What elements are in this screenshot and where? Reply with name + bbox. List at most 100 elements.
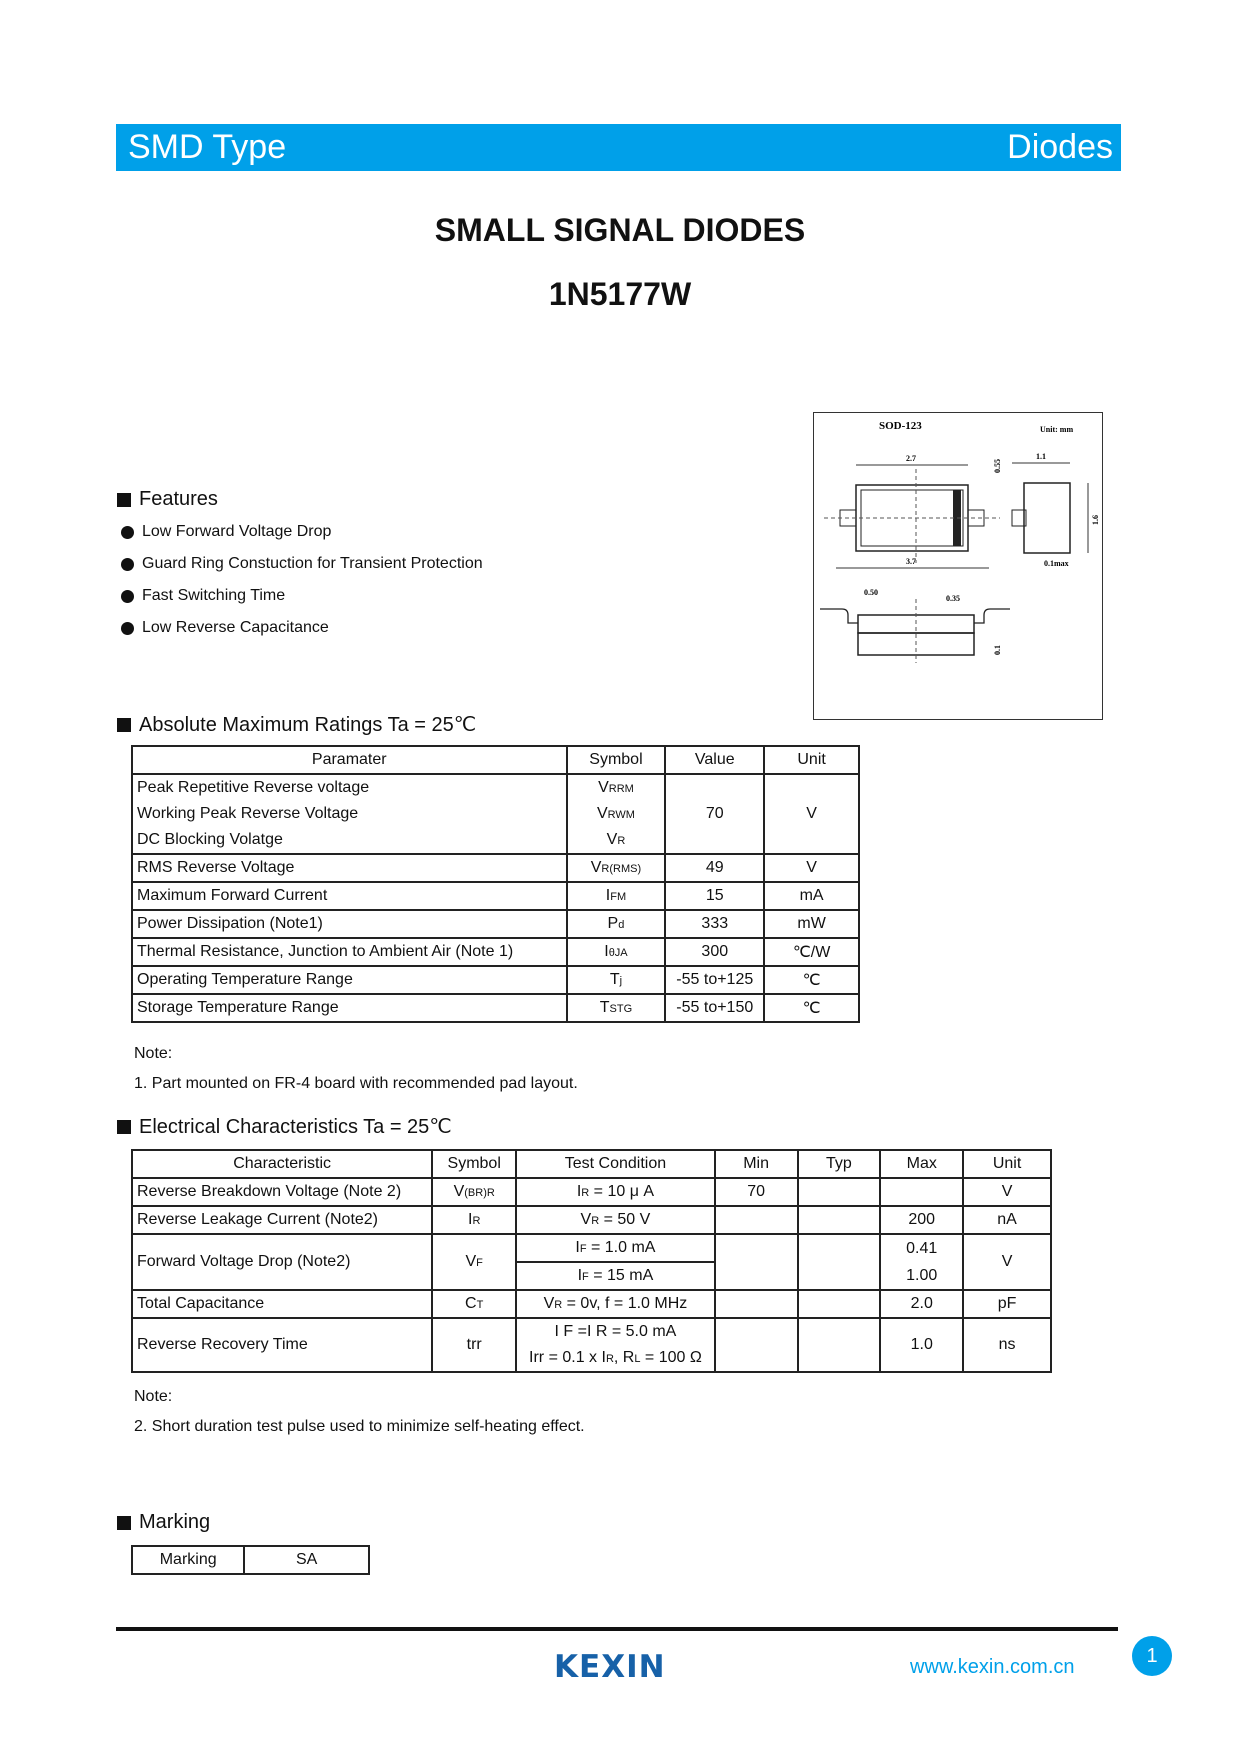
symbol-cell: VRWM [565,801,667,827]
table-row: Maximum Forward Current IFM 15 mA [131,881,860,911]
unit-cell: V [962,1177,1052,1207]
symbol-cell: Tj [565,965,667,995]
value-cell: 15 [664,881,766,911]
features-heading-text: Features [139,488,218,510]
condition-cell: VR = 50 V [515,1205,716,1235]
table-row: Peak Repetitive Reverse voltage VRRM 70 … [131,773,860,855]
kexin-logo: KEXIN [554,1649,665,1684]
abs-max-note: 1. Part mounted on FR-4 board with recom… [134,1075,578,1092]
column-header: Max [879,1149,965,1179]
column-header: Typ [796,1149,882,1179]
unit-cell: pF [962,1289,1052,1319]
max-cell: 1.00 [879,1262,965,1291]
elec-heading: Electrical Characteristics Ta = 25℃ [117,1114,452,1139]
param-cell: Storage Temperature Range [131,993,568,1023]
abs-max-heading-text: Absolute Maximum Ratings Ta = 25℃ [139,714,477,736]
table-row: IF = 15 mA 1.00 [132,1261,1051,1291]
marking-value-cell: SA [243,1545,370,1575]
dim-lead2: 0.35 [946,594,960,603]
param-cell: Peak Repetitive Reverse voltage [131,773,568,801]
feature-item: Fast Switching Time [121,587,285,605]
typ-cell [796,1205,882,1235]
dim-side-height: 1.6 [1091,515,1100,525]
square-bullet-icon [117,1515,131,1530]
dim-side-width: 1.1 [1036,452,1046,461]
dim-thickness: 0.1max [1044,559,1069,568]
unit-cell: ℃ [763,965,860,995]
column-header: Symbol [431,1149,518,1179]
min-cell [713,1205,799,1235]
typ-cell [796,1289,882,1319]
value-cell: 333 [664,909,766,939]
symbol-cell: trr [431,1317,518,1373]
symbol-cell: CT [431,1289,518,1319]
elec-table: Characteristic Symbol Test Condition Min… [130,1149,1052,1373]
param-cell: Thermal Resistance, Junction to Ambient … [131,937,568,967]
footer-url[interactable]: www.kexin.com.cn [910,1656,1075,1678]
min-cell: 70 [713,1177,799,1207]
unit-cell: mA [763,881,860,911]
table-row: Reverse Recovery Time trr I F =I R = 5.0… [130,1317,1052,1373]
marking-heading: Marking [117,1511,210,1534]
feature-text: Fast Switching Time [142,587,286,604]
param-cell: DC Blocking Volatge [131,827,568,855]
characteristic-cell: Reverse Breakdown Voltage (Note 2) [130,1177,434,1207]
table-row: Total Capacitance CT VR = 0v, f = 1.0 MH… [130,1289,1052,1319]
characteristic-cell: Reverse Recovery Time [130,1317,434,1373]
symbol-cell: VRRM [565,773,667,801]
elec-note-label: Note: [134,1388,173,1405]
symbol-cell: VR(RMS) [565,853,667,883]
marking-heading-text: Marking [139,1511,211,1533]
feature-text: Low Reverse Capacitance [142,619,329,636]
param-cell: Working Peak Reverse Voltage [131,801,568,827]
square-bullet-icon [117,1119,131,1134]
column-header: Unit [962,1149,1052,1179]
column-header: Characteristic [130,1149,434,1179]
table-row: Power Dissipation (Note1) Pd 333 mW [131,909,860,939]
unit-cell: mW [763,909,860,939]
table-row: Reverse Leakage Current (Note2) IR VR = … [130,1205,1052,1235]
typ-cell [796,1233,882,1291]
column-header: Paramater [131,745,568,775]
marking-table: Marking SA [130,1545,370,1575]
value-cell: -55 to+150 [664,993,766,1023]
elec-heading-text: Electrical Characteristics Ta = 25℃ [139,1116,452,1138]
header-banner: SMD Type Diodes [116,124,1121,171]
param-cell: Power Dissipation (Note1) [131,909,568,939]
param-cell: RMS Reverse Voltage [131,853,568,883]
table-row: Operating Temperature Range Tj -55 to+12… [131,965,860,995]
bullet-icon [121,621,134,635]
table-row: Forward Voltage Drop (Note2) VF IF = 1.0… [130,1233,1052,1291]
min-cell [713,1289,799,1319]
symbol-cell: IFM [565,881,667,911]
value-cell: 49 [664,853,766,883]
table-header-row: Paramater Symbol Value Unit [131,745,860,775]
feature-text: Low Forward Voltage Drop [142,523,332,540]
table-row: Working Peak Reverse Voltage VRWM [131,801,859,827]
table-row: DC Blocking Volatge VR [131,827,859,855]
features-heading: Features [117,488,218,511]
bullet-icon [121,557,134,571]
value-cell: 300 [664,937,766,967]
symbol-cell: IθJA [565,937,667,967]
unit-cell: ℃/W [763,937,860,967]
table-row: Irr = 0.1 x IR, RL = 100 Ω [132,1345,1051,1373]
param-cell: Maximum Forward Current [131,881,568,911]
max-cell: 0.41 [879,1233,965,1262]
abs-max-table: Paramater Symbol Value Unit Peak Repetit… [131,745,860,1023]
table-row: Thermal Resistance, Junction to Ambient … [131,937,860,967]
unit-cell: V [763,773,860,855]
max-cell: 1.0 [879,1317,965,1373]
square-bullet-icon [117,492,131,507]
dim-height: 0.55 [993,459,1002,473]
abs-max-note-label: Note: [134,1045,173,1062]
symbol-cell: IR [431,1205,518,1235]
package-drawing: SOD-123 Unit: mm 2.7 3.7 0.55 1.1 1.6 0.… [813,412,1103,720]
dim-lead: 0.50 [864,588,878,597]
feature-item: Low Forward Voltage Drop [121,523,331,541]
column-header: Symbol [565,745,667,775]
feature-text: Guard Ring Constuction for Transient Pro… [142,555,483,572]
value-cell: -55 to+125 [664,965,766,995]
document-title: SMALL SIGNAL DIODES [434,212,806,248]
condition-cell: I F =I R = 5.0 mA [515,1317,716,1345]
